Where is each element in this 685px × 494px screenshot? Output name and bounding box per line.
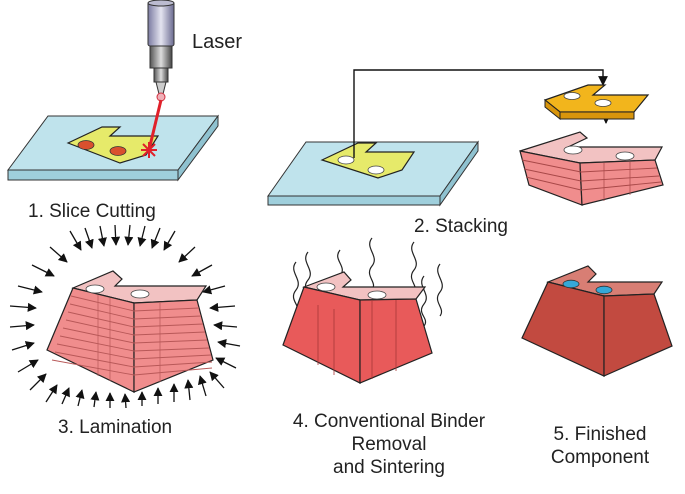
laminated-stack xyxy=(46,270,214,393)
sintered-body xyxy=(282,271,433,384)
laser-label: Laser xyxy=(192,31,243,53)
step4-label-line2: Removal xyxy=(351,433,427,455)
step5-label-line1: 5. Finished xyxy=(553,424,647,445)
laser-tool xyxy=(147,0,175,102)
pressure-arrows xyxy=(9,224,241,409)
finished-component xyxy=(521,265,673,377)
step4-label: 4. Conventional Binder Removal and Sinte… xyxy=(264,411,514,479)
step2-stacking xyxy=(267,69,664,207)
step1-slice-cutting xyxy=(7,0,219,182)
stacking-slice xyxy=(320,142,416,179)
step4-label-line3: and Sintering xyxy=(333,456,445,478)
step2-label: 2. Stacking xyxy=(414,216,508,237)
laser-beam xyxy=(141,99,163,158)
step3-lamination xyxy=(9,224,241,409)
step4-label-line1: 4. Conventional Binder xyxy=(292,411,486,432)
step1-label: 1. Slice Cutting xyxy=(28,201,156,222)
step4-sintering xyxy=(282,237,443,384)
step5-label-line2: Component xyxy=(550,446,650,468)
orange-slice xyxy=(543,84,650,121)
step3-label: 3. Lamination xyxy=(58,417,173,438)
partial-stack xyxy=(519,131,664,206)
cut-slice-1 xyxy=(66,126,160,164)
step5-finished xyxy=(521,265,673,377)
step5-label: 5. Finished Component xyxy=(530,424,670,470)
